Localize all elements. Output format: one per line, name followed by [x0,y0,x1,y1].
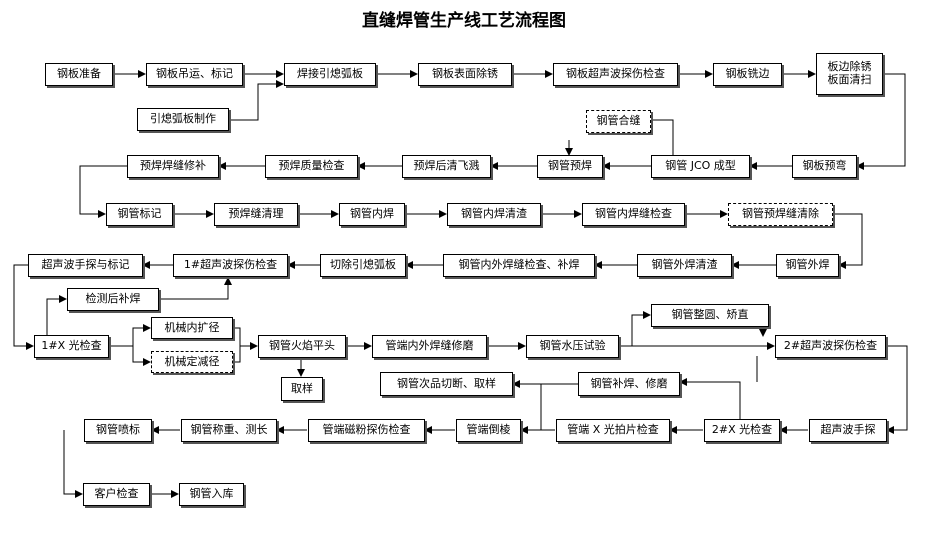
step-box: 管端内外焊缝修磨 [372,335,487,358]
arrow-clean-to-prebend [856,73,906,170]
step-box-optional: 钢管预焊缝清除 [728,203,833,226]
step-box: 钢板表面除锈 [418,63,512,86]
line-jco-to-seam [651,119,674,155]
arrow-repair-to-marking [79,165,127,218]
arrow-xray1-to-rework [46,295,67,335]
step-box: 钢管整圆、矫直 [651,304,769,327]
step-box: 预焊质量检查 [265,155,358,178]
arrow-xray2-to-repair [679,378,741,430]
step-box: 引熄弧板制作 [137,108,229,131]
step-box: 钢管补焊、修磨 [578,372,680,396]
step-box: 检测后补焊 [67,288,159,311]
step-box: 1#X 光检查 [34,335,109,358]
step-box: 钢管次品切断、取样 [380,372,513,396]
step-box: 切除引熄弧板 [320,254,406,277]
step-box: 管端磁粉探伤检查 [308,419,425,442]
step-box: 机械内扩径 [151,317,233,339]
step-box: 钢管 JCO 成型 [651,155,750,178]
arrow-manual-to-xray1 [13,264,34,350]
step-box: 焊接引熄弧板 [284,63,376,86]
step-box: 钢管外焊清渣 [637,254,732,277]
step-box: 钢板吊运、标记 [146,63,243,86]
arrow-platemake-to-arcplate [229,80,284,121]
step-box: 钢管称重、测长 [181,419,277,442]
step-box: 预焊后清飞溅 [402,155,491,178]
step-box: 2#超声波探伤检查 [775,335,886,358]
arrow-xray1-to-reduce [132,346,151,366]
arrow-expand-to-bevel [233,327,258,350]
step-box: 钢板准备 [45,63,113,86]
step-box: 管端 X 光拍片检查 [556,419,670,442]
arrow-hydro-to-straighten [631,311,651,346]
step-box: 钢管内外焊缝检查、补焊 [443,254,595,277]
step-box: 钢管内焊 [339,203,405,226]
line-reduce-to-bevel [233,346,241,363]
arrow-remove-to-outerweld [833,213,863,269]
step-box: 板边除锈 板面清扫 [816,53,883,95]
step-box-optional: 机械定减径 [151,351,233,373]
step-box: 钢管外焊 [776,254,839,277]
step-box: 钢管内焊缝检查 [582,203,685,226]
step-box: 管端倒棱 [456,419,521,442]
step-box: 超声波手探 [809,419,887,442]
step-box: 超声波手探与标记 [28,254,143,277]
arrow-stencil-to-customer [63,430,83,498]
step-box: 钢板预弯 [792,155,857,178]
step-box: 取样 [281,377,323,401]
step-box: 钢管标记 [106,203,173,226]
diagram-title: 直缝焊管生产线工艺流程图 [362,11,566,31]
arrow-ut2-to-manualut [886,345,908,434]
arrow-xray1-to-expand [109,324,151,347]
step-box: 预焊缝清理 [214,203,298,226]
step-box: 钢管火焰平头 [258,335,346,358]
step-box: 客户检查 [83,483,150,506]
step-box: 钢板超声波探伤检查 [553,63,678,86]
step-box: 钢管喷标 [84,419,152,442]
step-box: 钢管预焊 [537,155,603,178]
step-box: 钢管水压试验 [526,335,619,358]
step-box-optional: 钢管合缝 [586,110,651,133]
arrow-rework-to-ut1 [159,277,232,300]
step-box: 1#超声波探伤检查 [173,254,288,277]
step-box: 2#X 光检查 [704,419,780,442]
step-box: 钢板铣边 [713,63,782,86]
step-box: 预焊焊缝修补 [127,155,219,178]
step-box: 钢管入库 [179,483,244,506]
step-box: 钢管内焊清渣 [447,203,541,226]
